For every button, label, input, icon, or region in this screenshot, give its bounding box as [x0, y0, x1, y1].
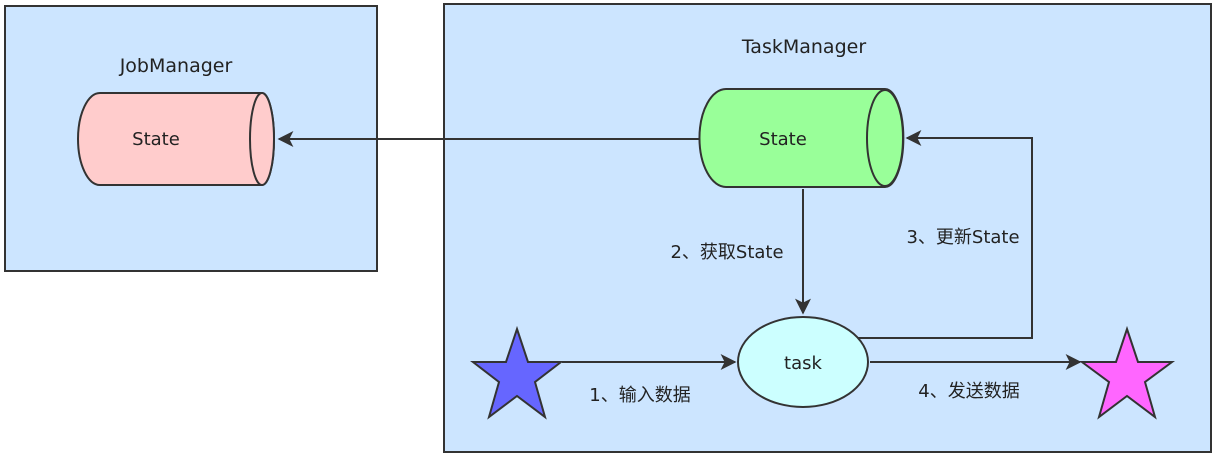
job-manager-state-label: State [132, 129, 180, 150]
task-manager-title: TaskManager [741, 36, 866, 58]
task-manager-state-label: State [759, 129, 807, 150]
step2-label: 2、获取State [670, 242, 783, 263]
task-label: task [784, 353, 822, 374]
input-star-icon [470, 325, 564, 420]
step4-label: 4、发送数据 [918, 381, 1019, 402]
task-node: task [737, 316, 869, 408]
job-manager-state-cylinder: State [77, 92, 275, 186]
step1-label: 1、输入数据 [589, 385, 690, 406]
job-manager-title: JobManager [119, 55, 233, 77]
output-star-icon [1078, 325, 1176, 420]
step3-label: 3、更新State [906, 227, 1019, 248]
task-manager-state-cylinder: State [698, 88, 905, 188]
arrow-task-update-state [858, 130, 1033, 339]
